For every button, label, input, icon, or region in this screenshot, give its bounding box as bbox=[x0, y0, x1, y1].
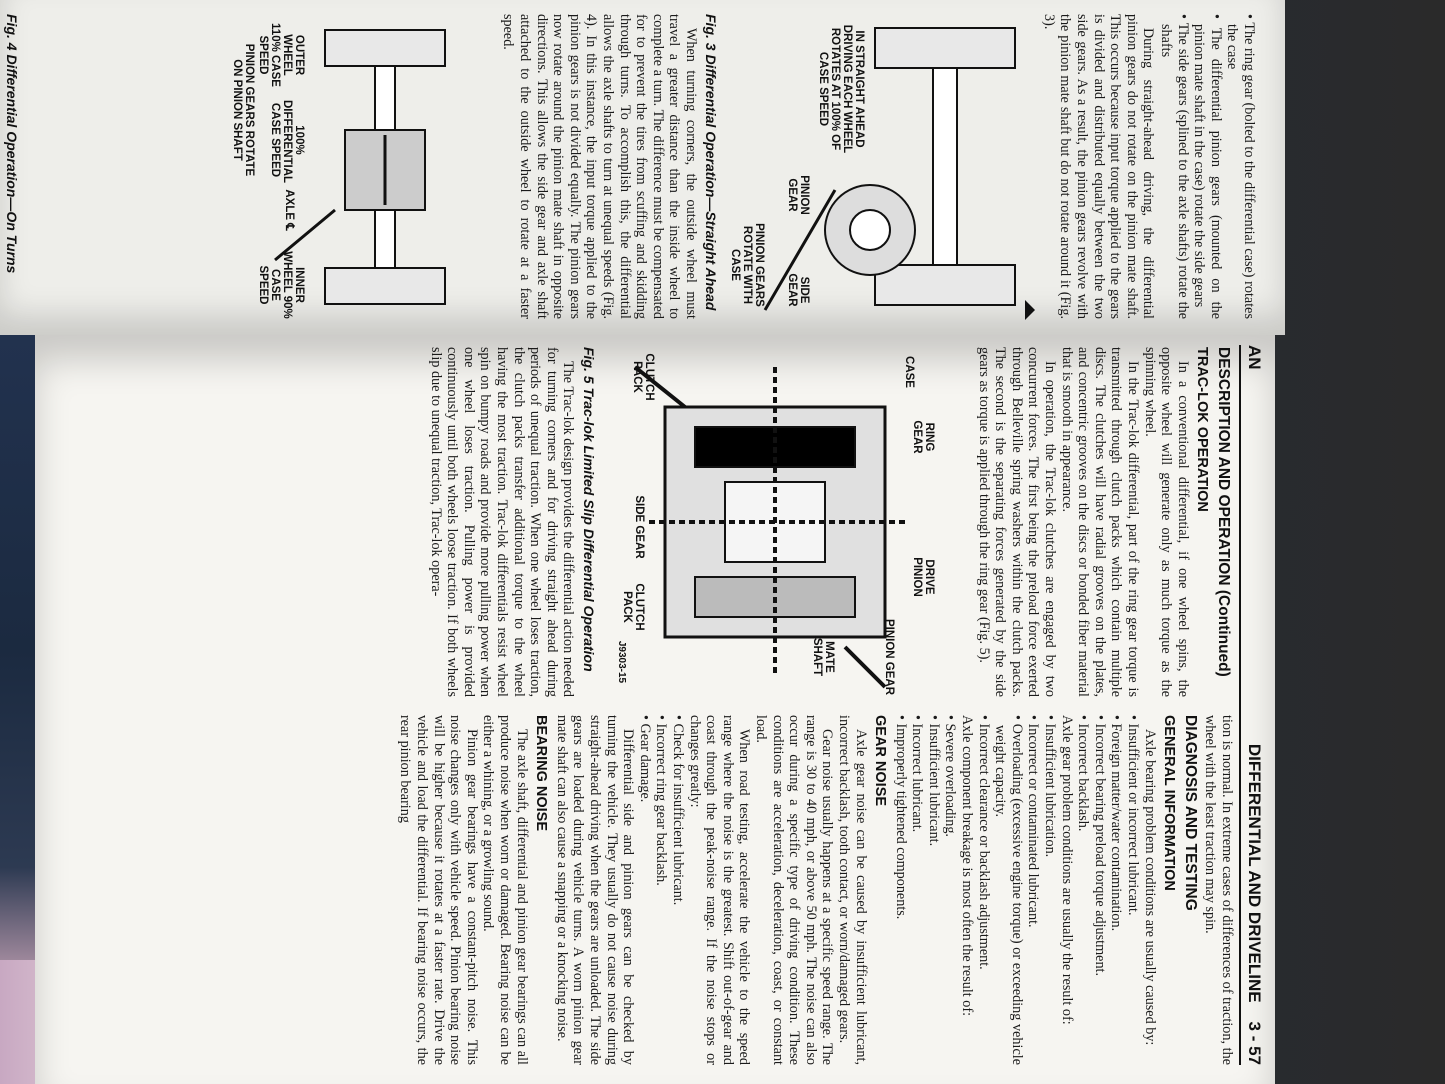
drive-shaft bbox=[274, 208, 336, 262]
label-side-gear-5: SIDE GEAR bbox=[633, 495, 645, 559]
arrow-up-icon bbox=[1025, 300, 1035, 320]
left-text-turns: When turning corners, the outside wheel … bbox=[500, 14, 699, 319]
component-cause-1: Severe overloading. bbox=[942, 715, 959, 1065]
figure-5-trac-lok: CASE RING GEAR DRIVE PINION PINION GEAR … bbox=[605, 347, 945, 697]
para-conventional: In a conventional differential, if one w… bbox=[1141, 347, 1191, 697]
section-description-operation: DESCRIPTION AND OPERATION (Continued) bbox=[1215, 347, 1232, 677]
section-diagnosis: DIAGNOSIS AND TESTING bbox=[1181, 715, 1199, 911]
header-page-number: 3 - 57 bbox=[1245, 1021, 1264, 1065]
gear-noise-check-1: Check for insufficient lubricant. bbox=[669, 715, 686, 1065]
outer-wheel bbox=[324, 29, 446, 67]
label-clutch-pack-left: CLUTCH PACK bbox=[631, 353, 655, 401]
subtitle-gear-noise: GEAR NOISE bbox=[872, 715, 889, 807]
bullet-side-gears: The side gears (splined to the axle shaf… bbox=[1157, 14, 1191, 319]
left-text-top: The ring gear (bolted to the differentia… bbox=[1040, 14, 1257, 319]
para-bearing-noise-2: Pinion gear bearings have a constant-pit… bbox=[397, 715, 480, 1065]
para-design: The Trac-lok design provides the differe… bbox=[427, 347, 577, 697]
gear-noise-check-2: Incorrect ring gear backlash. bbox=[653, 715, 669, 1065]
right-page: AN DIFFERENTIAL AND DRIVELINE 3 - 57 DES… bbox=[35, 335, 1275, 1084]
para-gear-noise-2: Gear noise usually happens at a specific… bbox=[752, 715, 836, 1065]
paragraph-turning: When turning corners, the outside wheel … bbox=[500, 14, 699, 319]
label-mate-shaft: MATE SHAFT bbox=[811, 637, 835, 677]
para-trac-lok-torque: In the Trac-lok differential, part of th… bbox=[1058, 347, 1142, 697]
header-chapter-short: AN bbox=[1245, 345, 1264, 370]
label-ring-gear: RING GEAR bbox=[911, 420, 935, 454]
label-inner-wheel: INNER WHEEL 90% CASE SPEED bbox=[257, 251, 305, 319]
component-cause-4: Improperly tightened components. bbox=[892, 715, 909, 1065]
para-concurrent-forces: In operation, the Trac-lok clutches are … bbox=[975, 347, 1059, 697]
label-pinion-gear: PINION GEAR bbox=[786, 175, 810, 215]
label-pinion-rotate-case: PINION GEARS ROTATE WITH CASE bbox=[729, 223, 765, 307]
left-page: The ring gear (bolted to the differentia… bbox=[0, 0, 1285, 335]
arrow-drive bbox=[843, 645, 887, 689]
bearing-cause-1: Insufficient or incorrect lubricant. bbox=[1124, 715, 1141, 1065]
bearing-cause-4: Incorrect backlash. bbox=[1075, 715, 1091, 1065]
figure-4-on-turns: OUTER WHEEL 110% CASE SPEED 100% DIFFERE… bbox=[215, 10, 485, 325]
subtitle-general: GENERAL INFORMATION bbox=[1161, 715, 1178, 891]
fig3-caption: Fig. 3 Differential Operation—Straight A… bbox=[703, 14, 719, 311]
fig3-drawing bbox=[763, 27, 1035, 320]
fig5-drawing bbox=[633, 365, 905, 689]
label-side-gear: SIDE GEAR bbox=[786, 273, 810, 307]
para-normal-operation: tion is normal. In extreme cases of diff… bbox=[1202, 715, 1235, 1065]
label-figure-code: J9303-15 bbox=[616, 640, 627, 684]
bearing-cause-2: Foreign matter/water contamination. bbox=[1108, 715, 1124, 1065]
inner-wheel bbox=[324, 267, 446, 305]
drive-shaft bbox=[763, 189, 837, 311]
label-outer-wheel: OUTER WHEEL 110% CASE SPEED bbox=[257, 23, 305, 87]
para-gear-intro: Axle gear problem conditions are usually… bbox=[1058, 715, 1075, 1025]
para-gear-noise-3: When road testing, accelerate the vehicl… bbox=[686, 715, 753, 1065]
axle-shaft bbox=[932, 67, 958, 266]
wheel-left bbox=[874, 27, 1016, 69]
gear-cause-3: Overloading (excessive engine torque) or… bbox=[992, 715, 1025, 1065]
para-component-intro: Axle component breakage is most often th… bbox=[959, 715, 976, 1017]
subtitle-trac-lok: TRAC-LOK OPERATION bbox=[1194, 347, 1211, 512]
header-title-page: DIFFERENTIAL AND DRIVELINE 3 - 57 bbox=[1244, 744, 1264, 1065]
subtitle-bearing-noise: BEARING NOISE bbox=[533, 715, 550, 832]
pinion-gear-circle bbox=[849, 209, 891, 251]
para-gear-noise-4: Differential side and pinion gears can b… bbox=[553, 715, 637, 1065]
bullet-ring-gear: The ring gear (bolted to the differentia… bbox=[1224, 14, 1257, 319]
label-100-case-speed: 100% DIFFERENTIAL CASE SPEED bbox=[269, 100, 305, 184]
gear-cause-4: Incorrect clearance or backlash adjustme… bbox=[975, 715, 992, 1065]
para-bearing-intro: Axle bearing problem conditions are usua… bbox=[1141, 729, 1158, 1046]
label-drive-pinion: DRIVE PINION bbox=[911, 557, 935, 597]
fig4-drawing bbox=[274, 29, 446, 305]
fig4-caption: Fig. 4 Differential Operation—On Turns bbox=[4, 14, 20, 274]
wheel-right bbox=[874, 264, 1016, 306]
label-pinion-gear-5: PINION GEAR bbox=[883, 618, 895, 696]
para-gear-noise-1: Axle gear noise can be caused by insuffi… bbox=[835, 715, 869, 1065]
figure-3-straight-ahead: IN STRAIGHT AHEAD DRIVING EACH WHEEL ROT… bbox=[725, 10, 1035, 325]
gear-cause-2: Incorrect or contaminated lubricant. bbox=[1025, 715, 1041, 1065]
paragraph-straight-ahead: During straight-ahead driving, the diffe… bbox=[1040, 14, 1157, 319]
label-straight-ahead: IN STRAIGHT AHEAD DRIVING EACH WHEEL ROT… bbox=[817, 24, 865, 154]
label-axle-centerline: AXLE ℄ bbox=[283, 189, 295, 231]
header-title: DIFFERENTIAL AND DRIVELINE bbox=[1245, 743, 1264, 1003]
page-header: AN DIFFERENTIAL AND DRIVELINE 3 - 57 bbox=[1239, 345, 1269, 1065]
right-column-1: DESCRIPTION AND OPERATION (Continued) TR… bbox=[975, 347, 1235, 697]
label-case: CASE bbox=[903, 356, 915, 388]
bullet-pinion-gears: The differential pinion gears (mounted o… bbox=[1191, 14, 1224, 319]
fig5-caption: Fig. 5 Trac-lok Limited Slip Differentia… bbox=[581, 347, 597, 672]
component-cause-3: Incorrect lubricant. bbox=[909, 715, 925, 1065]
label-pinion-rotate-shaft: PINION GEARS ROTATE ON PINION SHAFT bbox=[231, 43, 255, 177]
right-column-1-bottom: Fig. 5 Trac-lok Limited Slip Differentia… bbox=[427, 347, 597, 697]
component-cause-2: Insufficient lubricant. bbox=[925, 715, 942, 1065]
bearing-cause-3: Incorrect bearing preload torque adjustm… bbox=[1091, 715, 1108, 1065]
para-bearing-noise-1: The axle shaft, differential and pinion … bbox=[480, 715, 530, 1065]
gear-noise-check-3: Gear damage. bbox=[636, 715, 653, 1065]
arrow-case bbox=[633, 365, 687, 409]
gear-cause-1: Insufficient lubrication. bbox=[1041, 715, 1058, 1065]
right-column-2: tion is normal. In extreme cases of diff… bbox=[397, 715, 1236, 1065]
